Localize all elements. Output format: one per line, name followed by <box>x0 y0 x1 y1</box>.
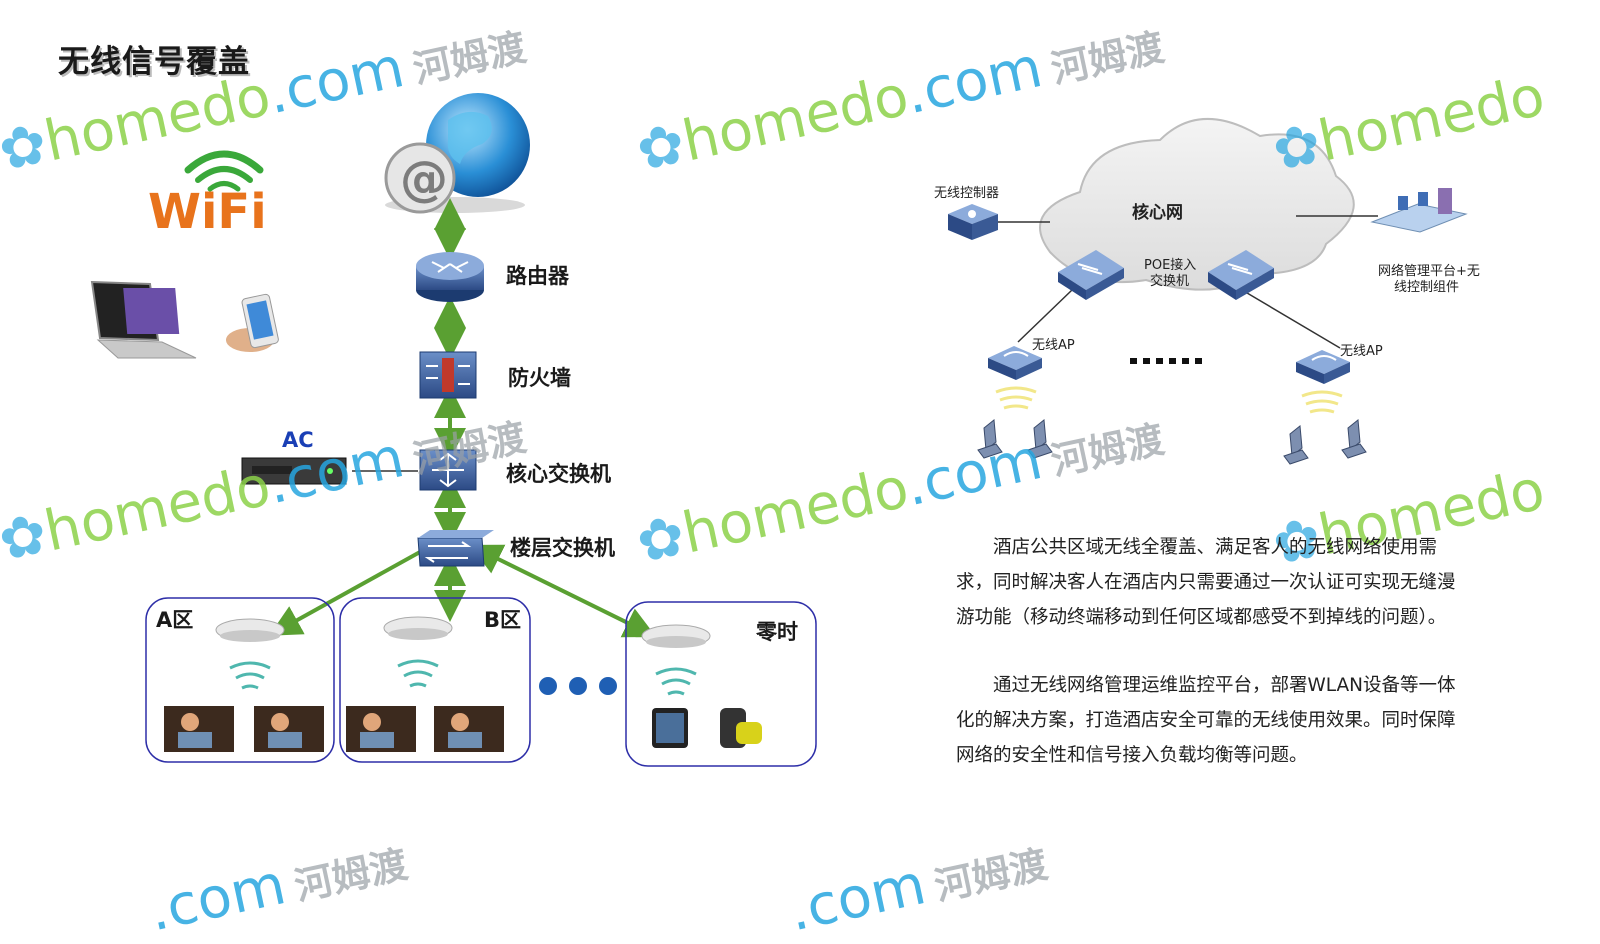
wifi-logo-text: WiFi <box>148 184 267 240</box>
access-point-icon <box>383 616 453 688</box>
tablet-icon <box>652 708 688 748</box>
mgmt-platform-label-line1: 网络管理平台+无 <box>1378 264 1480 279</box>
description-paragraph-1: 酒店公共区域无线全覆盖、满足客人的无线网络使用需求，同时解决客人在酒店内只需要通… <box>956 537 1456 628</box>
zone-b-label: B区 <box>484 608 522 632</box>
router-label: 路由器 <box>506 264 569 288</box>
wireless-controller-label: 无线控制器 <box>934 186 1000 201</box>
zone-c-label: 零时 <box>756 620 798 644</box>
right-links <box>998 215 1378 349</box>
core-switch-icon <box>419 449 477 491</box>
client-laptop-icon <box>977 419 1367 465</box>
wireless-ap-icon <box>988 346 1042 410</box>
poe-switch-icon <box>1208 250 1274 300</box>
mobile-phone-icon <box>720 708 762 748</box>
description-paragraph-2: 通过无线网络管理运维监控平台，部署WLAN设备等一体化的解决方案，打造酒店安全可… <box>956 675 1456 766</box>
zone-c-box <box>625 601 817 767</box>
chain-arrows <box>269 198 657 638</box>
network-diagram: WiFi @ <box>90 93 1468 767</box>
svg-text:@: @ <box>400 151 448 207</box>
firewall-label: 防火墙 <box>508 366 571 390</box>
floor-switch-icon <box>417 530 494 567</box>
wireless-controller-icon <box>948 204 998 240</box>
poe-switch-label-line1: POE接入 <box>1144 258 1197 273</box>
zone-a-label: A区 <box>156 608 194 632</box>
laptop-icon <box>90 280 197 359</box>
user-photo-icon <box>164 706 504 752</box>
wireless-ap-right-label: 无线AP <box>1340 344 1383 359</box>
ac-label: AC <box>282 428 314 452</box>
core-network-label: 核心网 <box>1132 203 1183 223</box>
router-icon <box>416 252 484 302</box>
access-point-icon <box>215 618 285 690</box>
zone-a-box <box>145 597 335 763</box>
floor-switch-label: 楼层交换机 <box>510 536 615 560</box>
core-switch-label: 核心交换机 <box>506 462 611 486</box>
management-platform-icon <box>1370 188 1468 233</box>
internet-globe-icon: @ <box>384 93 530 214</box>
zone-b-box <box>339 597 531 763</box>
wifi-logo-icon <box>184 150 264 192</box>
more-zones-dots <box>539 677 617 695</box>
wireless-ap-icon <box>1296 350 1350 414</box>
access-point-icon <box>641 624 711 696</box>
poe-switch-icon <box>1058 250 1124 300</box>
page-title: 无线信号覆盖 <box>58 44 250 80</box>
smartphone-icon <box>226 293 279 352</box>
firewall-icon <box>419 351 477 399</box>
mgmt-platform-label-line2: 线控制组件 <box>1394 280 1460 295</box>
core-network-cloud <box>1039 117 1355 291</box>
wireless-ap-left-label: 无线AP <box>1032 338 1075 353</box>
ac-device-icon <box>241 457 418 485</box>
more-aps-dots <box>1130 358 1202 364</box>
poe-switch-label-line2: 交换机 <box>1150 274 1190 289</box>
